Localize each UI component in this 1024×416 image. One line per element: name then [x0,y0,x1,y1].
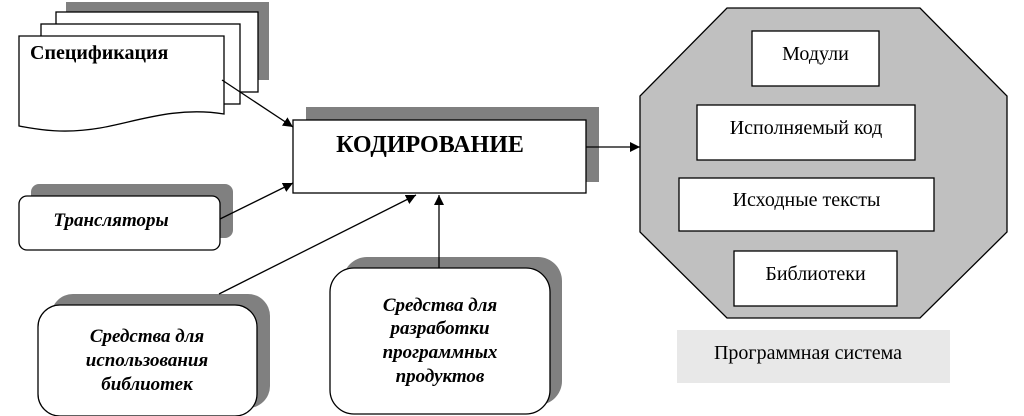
system-item-modules: Модули [782,42,849,65]
dev-tools-line: разработки [390,318,490,340]
caption-background [677,330,950,383]
system-item-executable-code: Исполняемый код [729,116,883,139]
dev-tools-line: программных [382,342,498,363]
coding-box [292,107,599,194]
software-system-octagon [639,7,1008,319]
library-tools-label: Средства для использования библиотек [42,316,252,406]
dev-tools-label: Средства для разработки программных прод… [335,282,545,400]
coding-label: КОДИРОВАНИЕ [336,132,524,158]
system-item-libraries: Библиотеки [765,262,866,285]
arrow-libtools-to-coding [218,194,417,295]
library-tools-line: использования [85,350,209,372]
arrow-translators-to-coding [219,182,294,220]
dev-tools-line: продуктов [395,365,485,387]
library-tools-box [37,294,270,416]
arrow-spec-to-coding [221,79,294,128]
library-tools-line: библиотек [101,373,193,395]
specification-label: Спецификация [30,41,169,64]
specification-document-stack [18,2,269,132]
dev-tools-line: Средства для [382,294,498,316]
translators-box [18,184,233,251]
system-item-source-texts: Исходные тексты [732,188,881,211]
software-system-caption: Программная система [713,341,903,364]
library-tools-line: Средства для [89,326,205,348]
translators-label: Трансляторы [53,210,169,232]
dev-tools-box [329,257,562,415]
